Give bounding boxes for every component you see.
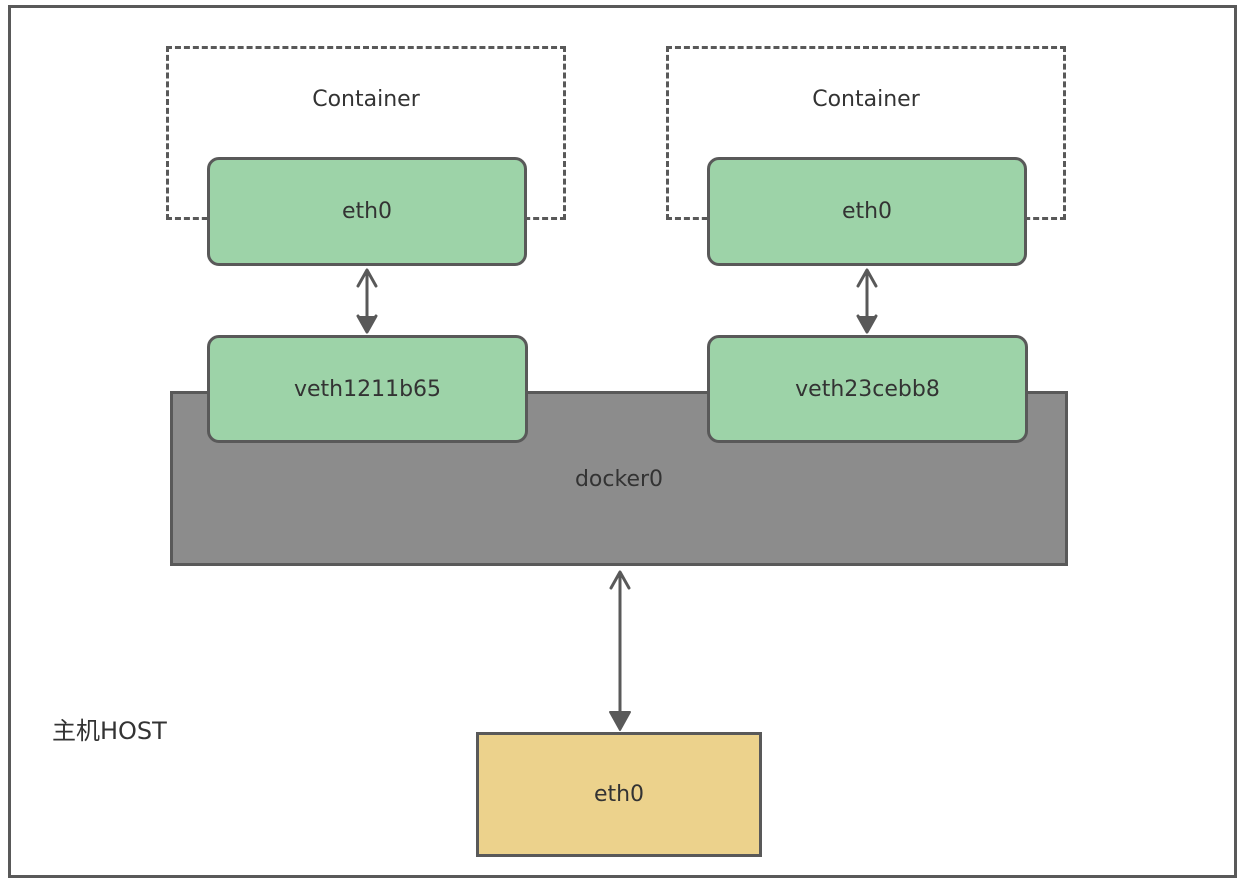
host-frame [8, 5, 1237, 878]
veth-1-label: veth1211b65 [293, 376, 442, 402]
container-1-eth0-label: eth0 [341, 199, 393, 224]
docker0-bridge-label: docker0 [574, 467, 664, 492]
container-1-eth0: eth0 [207, 157, 527, 266]
container-2-eth0-label: eth0 [841, 199, 893, 224]
veth-2-label: veth23cebb8 [795, 376, 940, 402]
container-2-eth0: eth0 [707, 157, 1027, 266]
container-label-2: Container [812, 87, 920, 112]
veth-1: veth1211b65 [207, 335, 528, 443]
veth-2: veth23cebb8 [707, 335, 1028, 443]
host-label: 主机HOST [52, 717, 167, 745]
host-eth0: eth0 [476, 732, 762, 857]
container-label-1: Container [312, 87, 420, 112]
host-eth0-label: eth0 [593, 782, 645, 807]
